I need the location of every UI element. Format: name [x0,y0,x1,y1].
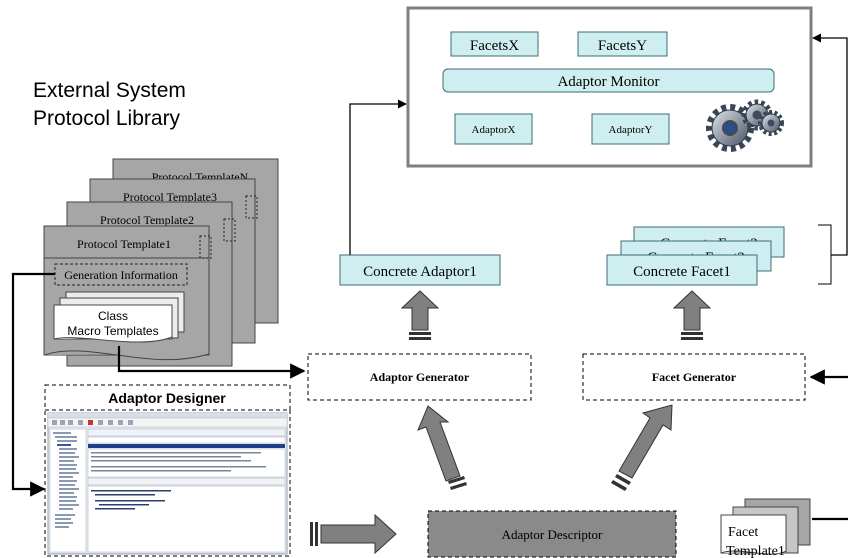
adaptor-y-box: AdaptorY [609,124,653,136]
facet-template-line1: Facet [728,525,758,540]
designer-screenshot [47,412,288,555]
concrete-facet-1: Concrete Facet1 [633,264,731,280]
class-templates-line2: Macro Templates [67,324,158,338]
facet-template-stack: Facet Template1 [720,498,811,558]
adaptor-designer-title: Adaptor Designer [108,390,226,406]
concrete-adaptor: Concrete Adaptor1 [363,264,477,280]
library-title-line1: External System [33,79,186,102]
generation-information: Generation Information [64,268,178,282]
facet-template-line2: Template1 [726,544,785,558]
facets-x-box: FacetsX [470,38,519,54]
monitor-panel: FacetsX FacetsY Adaptor Monitor AdaptorX… [406,6,813,168]
class-templates-line1: Class [98,309,128,323]
concrete-facet-stack: Concrete Facet3 Concrete Facet2 Concrete… [606,226,785,286]
protocol-template-1: Protocol Template1 [77,237,171,251]
library-to-generator-arrow [117,346,306,379]
facets-y-box: FacetsY [598,38,647,54]
library-title-line2: Protocol Library [33,107,181,130]
gears-icon [706,99,784,152]
adaptor-monitor-bar: Adaptor Monitor [557,74,659,90]
descriptor-to-facet-generator-arrow [611,404,673,491]
designer-to-descriptor-arrow [310,513,397,555]
adaptor-descriptor: Adaptor Descriptor [502,527,603,542]
generation-info-to-designer-arrow [11,272,55,497]
up-arrow-adaptor [400,290,440,340]
protocol-template-stack: Protocol TemplateN Protocol Template3 Pr… [43,158,279,367]
up-arrow-facet [672,290,712,340]
protocol-template-3: Protocol Template3 [123,190,217,204]
adaptor-x-box: AdaptorX [472,124,516,136]
facet-generator: Facet Generator [652,370,737,384]
feedback-arrow [812,33,848,256]
descriptor-to-adaptor-generator-arrow [417,405,467,490]
adaptor-generator: Adaptor Generator [370,370,470,384]
protocol-template-2: Protocol Template2 [100,213,194,227]
adaptor-to-monitor-arrow [349,99,407,255]
